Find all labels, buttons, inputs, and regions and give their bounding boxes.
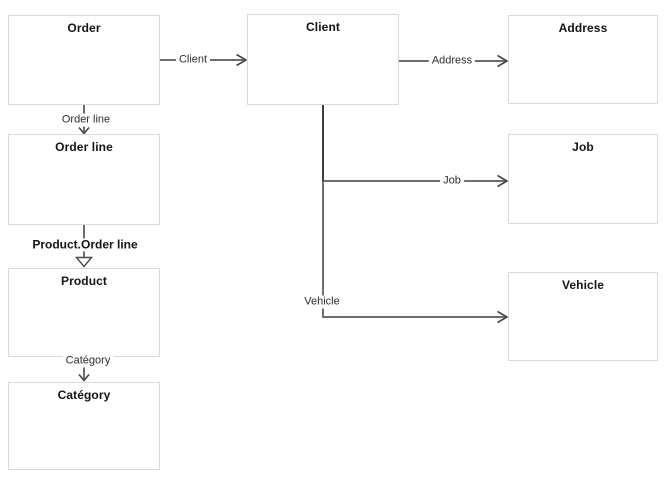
- node-title: Job: [572, 140, 594, 154]
- node-title: Order: [67, 21, 101, 35]
- arrowhead-down-icon: [78, 126, 90, 135]
- arrowhead-right-icon: [497, 174, 509, 188]
- edge-label-job[interactable]: Job: [440, 174, 464, 188]
- edge-label-category[interactable]: Catégory: [62, 354, 114, 368]
- node-order[interactable]: Order: [8, 15, 160, 105]
- edge-label-vehicle[interactable]: Vehicle: [301, 295, 343, 309]
- node-vehicle[interactable]: Vehicle: [508, 272, 658, 361]
- node-title: Client: [306, 20, 340, 34]
- arrowhead-right-icon: [497, 310, 509, 324]
- node-order-line[interactable]: Order line: [8, 134, 160, 225]
- arrowhead-hollow-triangle-icon: [75, 256, 93, 268]
- arrowhead-right-icon: [236, 53, 248, 67]
- edge-label-client[interactable]: Client: [175, 53, 211, 67]
- node-title: Address: [558, 21, 608, 35]
- node-client[interactable]: Client: [247, 14, 399, 105]
- node-product[interactable]: Product: [8, 268, 160, 357]
- edge-label-address[interactable]: Address: [428, 54, 476, 68]
- node-title: Product: [60, 274, 108, 288]
- edge-client-vehicle[interactable]: [322, 105, 509, 324]
- node-address[interactable]: Address: [508, 15, 658, 104]
- node-title: Catégory: [57, 388, 111, 402]
- node-job[interactable]: Job: [508, 134, 658, 224]
- node-title: Vehicle: [561, 278, 605, 292]
- edge-client-job[interactable]: [322, 105, 509, 188]
- node-title: Order line: [55, 140, 113, 154]
- edge-client-vehicle-line: [322, 105, 507, 318]
- edge-label-product-order-line[interactable]: Product.Order line: [29, 238, 141, 252]
- node-category[interactable]: Catégory: [8, 382, 160, 470]
- arrowhead-down-icon: [78, 373, 90, 382]
- arrowhead-right-icon: [497, 54, 509, 68]
- edge-label-order-line[interactable]: Order line: [58, 113, 114, 127]
